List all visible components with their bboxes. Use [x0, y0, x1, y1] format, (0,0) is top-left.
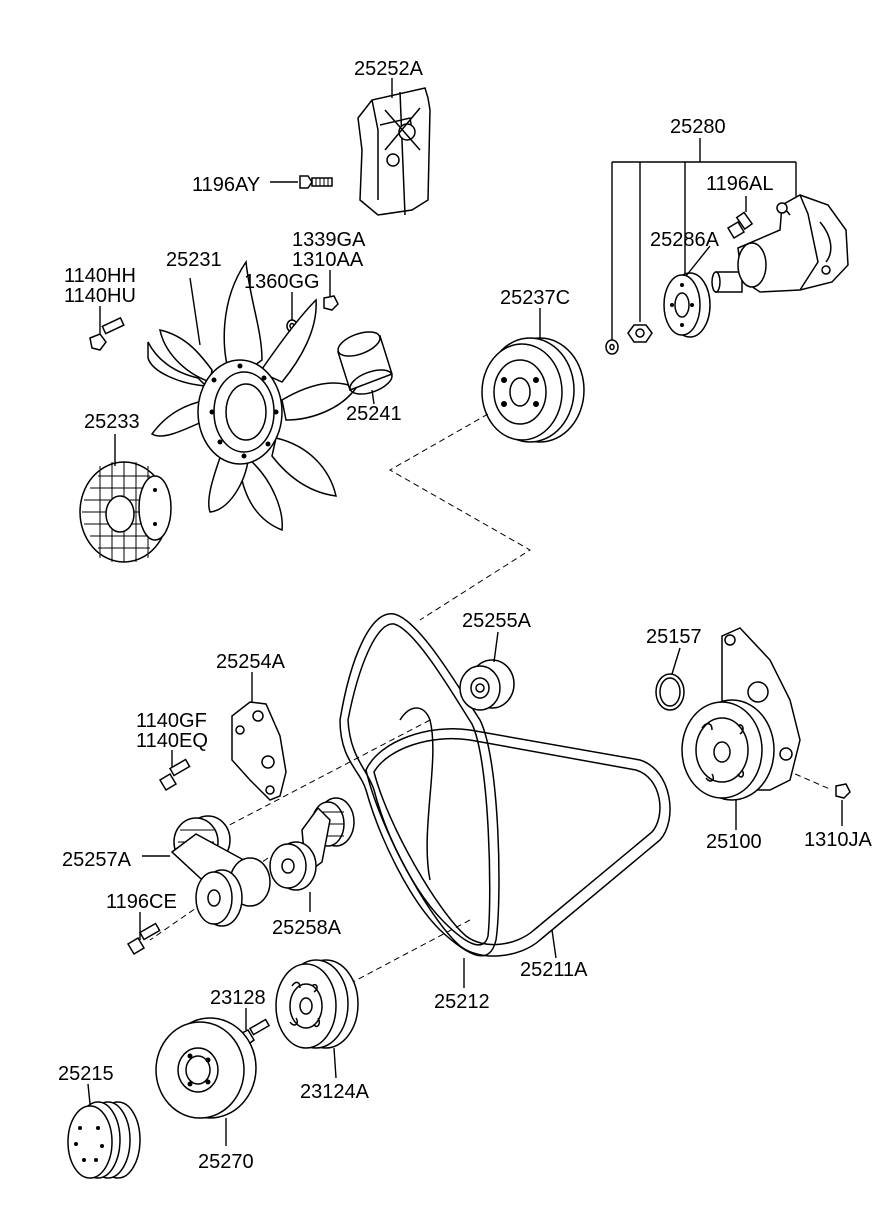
bolt-1196AY	[270, 175, 333, 189]
belt-25212	[339, 613, 500, 957]
label-1140HU: 1140HU	[64, 285, 136, 307]
bolt-1196CE	[126, 912, 161, 956]
tensioner-25257A	[170, 815, 271, 927]
label-1196AL: 1196AL	[706, 173, 773, 195]
spacer-25241	[337, 331, 393, 395]
label-1140HH: 1140HH	[64, 265, 136, 287]
label-25241: 25241	[346, 403, 402, 425]
label-25215: 25215	[58, 1063, 114, 1085]
label-25258A: 25258A	[272, 917, 342, 939]
label-25100: 25100	[706, 831, 762, 853]
fan-clutch-25233	[79, 461, 172, 563]
label-25157: 25157	[646, 626, 702, 648]
pulley-25215	[67, 1101, 141, 1179]
label-25231: 25231	[166, 249, 222, 271]
label-23124A: 23124A	[300, 1081, 370, 1103]
label-25280: 25280	[670, 116, 726, 138]
label-25270: 25270	[198, 1151, 254, 1173]
label-25233: 25233	[84, 411, 140, 433]
label-1310AA: 1310AA	[292, 249, 364, 271]
label-25257A: 25257A	[62, 849, 132, 871]
fan-25231	[147, 259, 358, 532]
gasket-25157	[655, 673, 685, 711]
pulley-25237C	[481, 337, 585, 443]
leader-25280	[611, 138, 797, 340]
nut-1310AA	[323, 270, 339, 311]
label-1310JA: 1310JA	[804, 829, 872, 851]
label-1140GF: 1140GF	[136, 710, 207, 732]
bolt-1140HH	[89, 306, 125, 351]
label-25255A: 25255A	[462, 610, 532, 632]
part-labels: 25252A 1196AY 25280 1196AL 25286A 1339GA…	[58, 58, 872, 1173]
bracket-25254A	[231, 701, 287, 801]
bolt-1140GF	[158, 750, 191, 792]
hub-25286A	[663, 272, 711, 338]
label-1196CE: 1196CE	[106, 891, 177, 913]
label-1339GA: 1339GA	[292, 229, 366, 251]
label-25212: 25212	[434, 991, 490, 1013]
belt-25211A	[365, 707, 671, 957]
nut-1310JA	[835, 783, 851, 826]
bracket-25252A	[357, 87, 431, 216]
label-25252A: 25252A	[354, 58, 424, 80]
label-25254A: 25254A	[216, 651, 286, 673]
label-25286A: 25286A	[650, 229, 720, 251]
label-25211A: 25211A	[520, 959, 588, 981]
label-1196AY: 1196AY	[192, 174, 260, 196]
leader-25211A	[551, 929, 557, 959]
idler-25255A	[459, 659, 515, 711]
washer-nut	[605, 324, 653, 355]
damper-25270	[155, 1017, 257, 1119]
pump-25280-body	[711, 194, 849, 293]
water-pump-25100	[681, 627, 801, 801]
label-23128: 23128	[210, 987, 266, 1009]
label-1140EQ: 1140EQ	[136, 730, 208, 752]
label-1360GG: 1360GG	[244, 271, 320, 293]
label-25237C: 25237C	[500, 287, 570, 309]
tensioner-25258A	[269, 797, 355, 891]
bolt-1196AL	[726, 196, 754, 240]
pulley-23124A	[275, 959, 359, 1049]
